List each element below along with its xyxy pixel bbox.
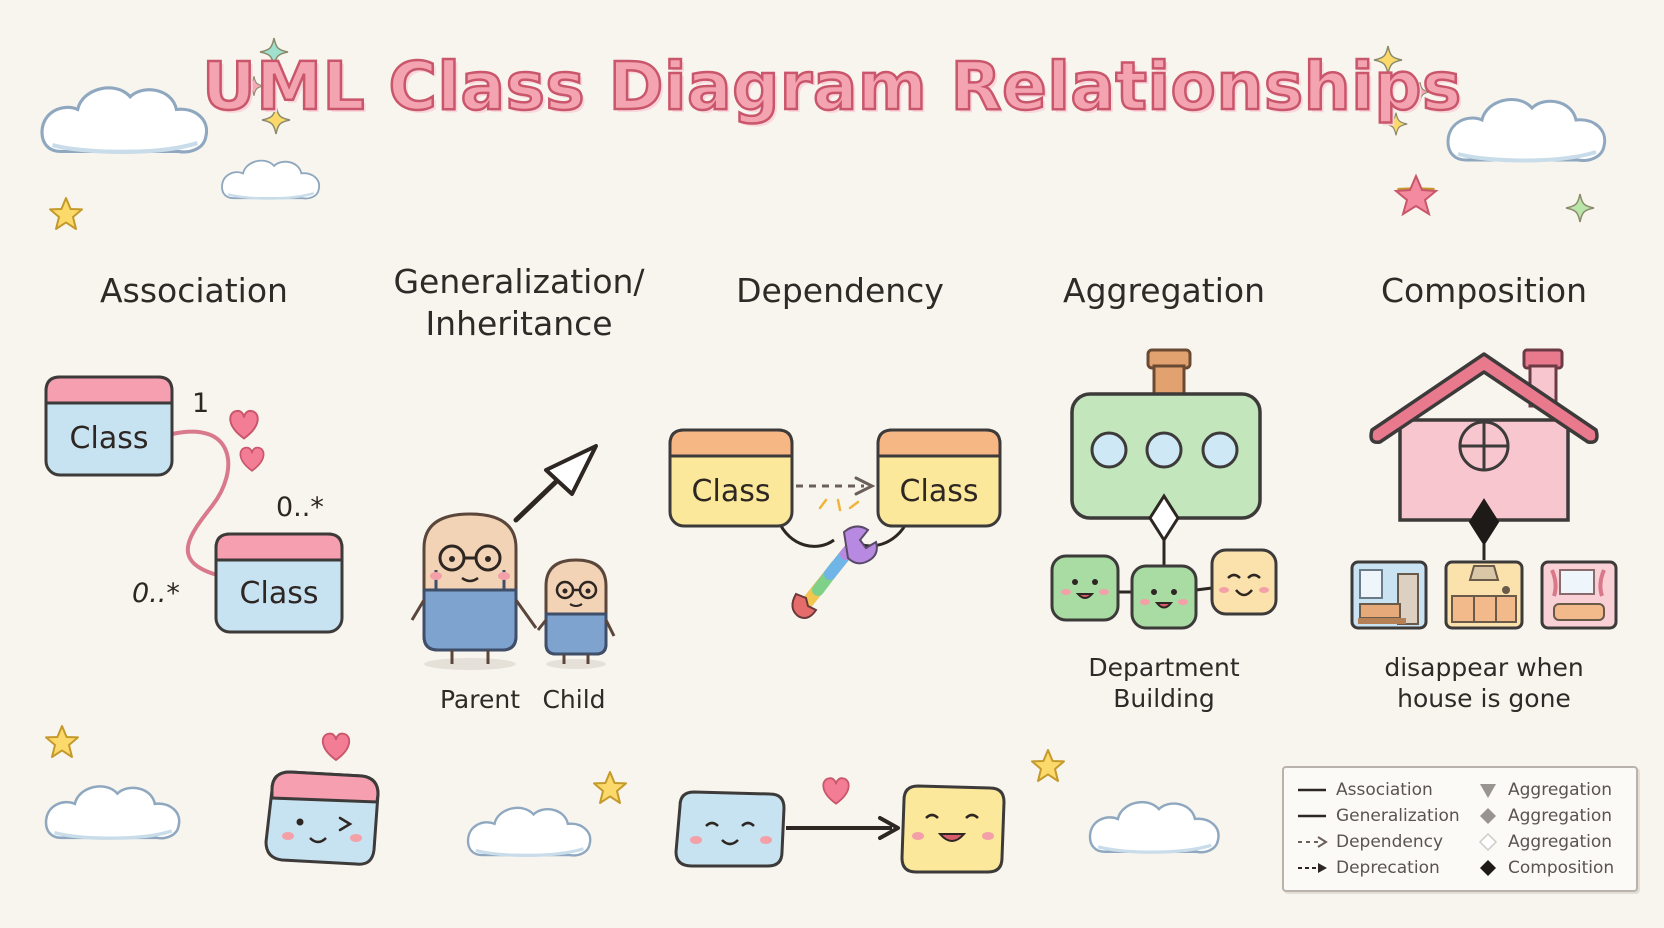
kitchen-icon xyxy=(1444,560,1524,630)
living-room-icon xyxy=(1540,560,1618,630)
bedroom-icon xyxy=(1350,560,1428,630)
dependency-arrow-icon xyxy=(1317,836,1328,848)
generalization-heading-line: Generalization/ xyxy=(393,262,645,301)
aggregation-caption: Department Building xyxy=(1054,652,1274,714)
class-box: Class xyxy=(44,375,174,477)
heart-icon xyxy=(239,446,265,472)
legend-label: Deprecation xyxy=(1336,858,1440,878)
wrench-icon xyxy=(791,525,878,619)
legend-label: Association xyxy=(1336,780,1433,800)
legend-label: Composition xyxy=(1508,858,1615,878)
star-icon xyxy=(1393,173,1439,217)
star-icon xyxy=(49,197,83,230)
association-diagram: Class Class 1 0..* 0..* xyxy=(44,375,344,634)
aggregation-diamond-icon xyxy=(1148,493,1180,543)
inheritance-arrowhead-icon xyxy=(544,444,598,496)
arrowhead-icon xyxy=(878,816,900,840)
cloud-icon xyxy=(220,159,321,200)
heart-icon xyxy=(229,409,259,440)
legend-label: Generalization xyxy=(1336,806,1460,826)
child-label: Child xyxy=(542,685,606,714)
caption-line: Building xyxy=(1113,684,1215,713)
class-name: Class xyxy=(70,421,149,456)
class-mascot-icon xyxy=(264,732,380,866)
legend-symbols xyxy=(1298,784,1498,876)
caption-line: house is gone xyxy=(1397,684,1571,713)
multiplicity-label: 1 xyxy=(192,388,209,419)
composition-heading: Composition xyxy=(1380,271,1588,310)
association-line xyxy=(170,429,231,576)
class-name: Class xyxy=(240,576,319,611)
aggregation-diamond-icon xyxy=(1480,808,1496,824)
house-icon xyxy=(1369,348,1599,522)
building-icon xyxy=(1070,348,1262,520)
dependency-diagram: Class Class xyxy=(668,428,1002,619)
class-name: Class xyxy=(900,474,979,509)
star-icon xyxy=(593,771,627,804)
generalization-diagram xyxy=(410,444,616,670)
association-heading: Association xyxy=(100,271,288,310)
composition-diagram xyxy=(1350,348,1618,630)
cloud-icon xyxy=(1088,800,1221,854)
legend-label: Aggregation xyxy=(1508,780,1613,800)
multiplicity-label: 0..* xyxy=(276,492,324,523)
generalization-heading: Generalization/ Inheritance xyxy=(366,261,672,345)
class-box: Class xyxy=(214,532,344,634)
class-box: Class xyxy=(668,428,794,528)
sparkle-icon xyxy=(1565,193,1595,223)
dependency-arrowhead-icon xyxy=(854,476,876,496)
inheritance-arrow-line xyxy=(513,473,565,523)
heart-icon xyxy=(822,777,850,805)
parent-character-icon xyxy=(410,512,538,670)
legend-label: Dependency xyxy=(1336,832,1444,852)
caption-line: Department xyxy=(1088,653,1240,682)
department-icon xyxy=(1050,554,1120,622)
dependency-heading: Dependency xyxy=(736,271,944,310)
multiplicity-label: 0..* xyxy=(132,578,180,609)
aggregation-diagram xyxy=(1050,348,1278,630)
aggregation-heading: Aggregation xyxy=(1063,271,1265,310)
composition-caption: disappear when house is gone xyxy=(1354,652,1614,714)
star-icon xyxy=(45,725,79,758)
yellow-block-icon xyxy=(900,784,1006,874)
generalization-heading-line: Inheritance xyxy=(425,304,613,343)
cloud-icon xyxy=(44,784,181,840)
cloud-icon xyxy=(466,806,592,857)
caption-line: disappear when xyxy=(1384,653,1584,682)
aggregation-hollow-diamond-icon xyxy=(1478,832,1498,852)
parent-label: Parent xyxy=(439,685,521,714)
department-icon xyxy=(1210,548,1278,616)
child-character-icon xyxy=(536,558,616,669)
composition-diamond-icon xyxy=(1480,860,1496,876)
legend: Association Generalization Dependency De… xyxy=(1282,766,1638,892)
class-name: Class xyxy=(692,474,771,509)
legend-label: Aggregation xyxy=(1508,806,1613,826)
legend-label: Aggregation xyxy=(1508,832,1613,852)
page-title: UML Class Diagram Relationships xyxy=(201,47,1463,127)
aggregation-triangle-icon xyxy=(1480,784,1496,798)
star-icon xyxy=(1031,749,1065,782)
department-icon xyxy=(1130,564,1198,630)
class-box: Class xyxy=(876,428,1002,528)
deprecation-arrow-icon xyxy=(1318,863,1327,873)
blue-block-icon xyxy=(674,790,786,868)
